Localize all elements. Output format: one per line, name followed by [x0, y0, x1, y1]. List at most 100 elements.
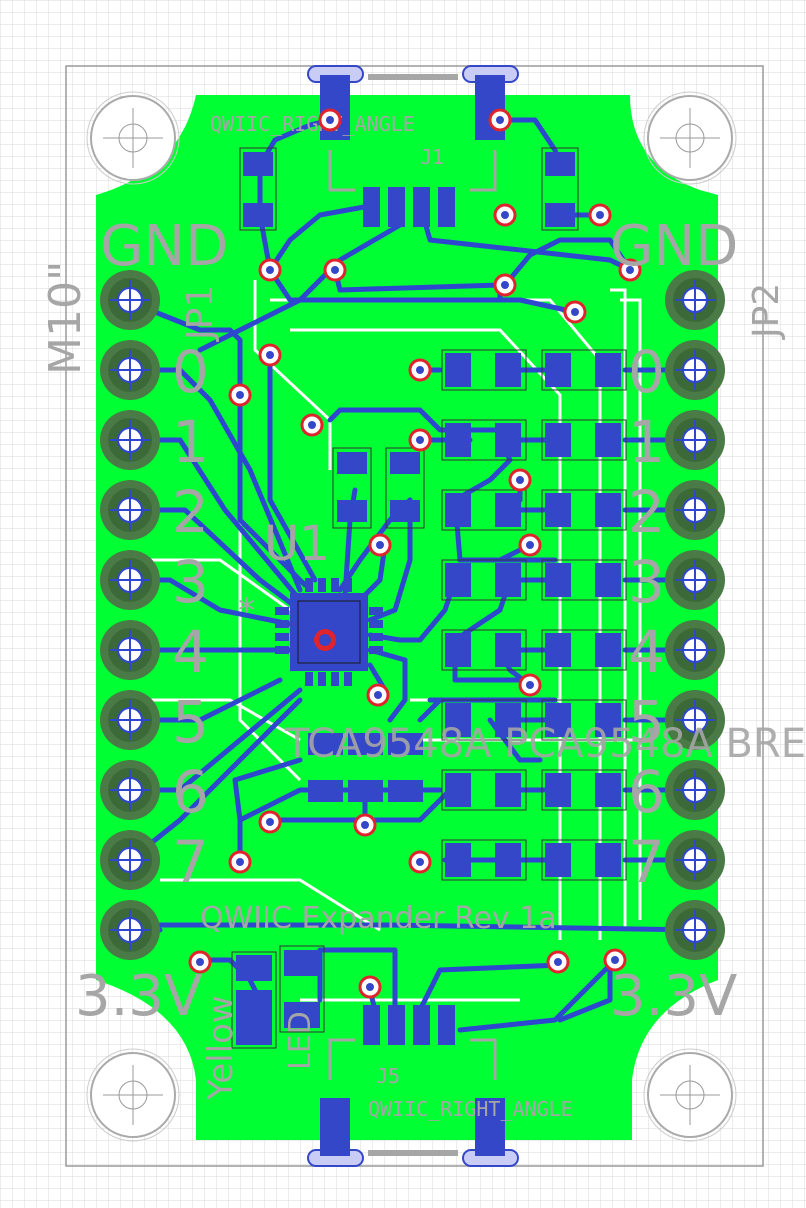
right-gnd-label: GND — [610, 214, 738, 279]
header-pin-right-1 — [665, 340, 725, 400]
via — [323, 258, 347, 282]
via — [518, 673, 542, 697]
via — [518, 533, 542, 557]
resistor-row — [441, 699, 627, 741]
via — [493, 273, 517, 297]
via — [563, 300, 587, 324]
header-pin-right-5 — [665, 620, 725, 680]
ic-u1-ref: U1 — [264, 516, 330, 572]
resistor-row — [441, 839, 627, 881]
header-pin-left-0 — [100, 270, 160, 330]
resistor-row — [441, 769, 627, 811]
header-pin-right-4 — [665, 550, 725, 610]
left-channel-label: 1 — [172, 408, 209, 476]
board-title: QWIIC Expander Rev 1a — [200, 901, 557, 936]
right-channel-label: 2 — [628, 478, 665, 546]
right-3v3-label: 3.3V — [610, 964, 737, 1029]
header-pin-left-2 — [100, 410, 160, 470]
left-channel-label: 4 — [172, 618, 209, 686]
header-pin-left-3 — [100, 480, 160, 540]
mounting-hole-top-right — [643, 91, 737, 185]
connector-j5-mount-pad-left — [320, 1098, 350, 1156]
board-outline — [65, 65, 764, 1167]
resistor-row — [441, 349, 627, 391]
via — [618, 258, 642, 282]
connector-j1-ref: J1 — [420, 145, 444, 169]
header-pin-left-4 — [100, 550, 160, 610]
header-pin-right-8 — [665, 830, 725, 890]
vias — [188, 108, 642, 999]
header-pin-right-3 — [665, 480, 725, 540]
right-channel-label: 5 — [628, 688, 665, 756]
header-pin-left-5 — [100, 620, 160, 680]
connector-j5-mount-pad-right — [475, 1098, 505, 1156]
qwiic-connector-bottom: QWIIC_RIGHT_ANGLE J5 — [307, 1005, 573, 1167]
via — [408, 428, 432, 452]
header-pin-right-9 — [665, 900, 725, 960]
via — [488, 108, 512, 132]
right-channel-label: 4 — [628, 618, 665, 686]
left-channel-label: 5 — [172, 688, 209, 756]
header-pin-right-7 — [665, 760, 725, 820]
left-channel-label: 7 — [172, 828, 209, 896]
via — [508, 468, 532, 492]
header-pin-right-2 — [665, 410, 725, 470]
mounting-hole-bottom-left — [86, 1048, 180, 1142]
resistor-row — [441, 559, 627, 601]
right-channel-label: 0 — [628, 338, 665, 406]
header-jp1-ref: JP1 — [180, 285, 221, 342]
left-channel-label: 3 — [172, 548, 209, 616]
header-pin-left-6 — [100, 690, 160, 750]
capacitor-pads — [332, 447, 425, 529]
header-pin-left-8 — [100, 830, 160, 890]
left-gnd-label: GND — [100, 214, 228, 279]
mounting-hole-top-left — [86, 91, 180, 185]
via — [408, 850, 432, 874]
via — [546, 950, 570, 974]
overlap-label: TCA9548A PCA9548A BREAKOUT16 — [284, 721, 806, 767]
header-pin-right-6 — [665, 690, 725, 750]
mounting-hole-bottom-right — [643, 1048, 737, 1142]
via — [258, 810, 282, 834]
header-jp2-ref: JP2 — [746, 283, 787, 340]
right-channel-label: 6 — [628, 758, 665, 826]
right-channel-label: 1 — [628, 408, 665, 476]
via — [258, 343, 282, 367]
right-channel-label: 7 — [628, 828, 665, 896]
resistor-r20 — [239, 147, 277, 231]
header-pin-left-7 — [100, 760, 160, 820]
header-size-label: M10" — [40, 261, 91, 375]
header-pin-left-1 — [100, 340, 160, 400]
via — [300, 413, 324, 437]
resistor-r21 — [541, 147, 579, 231]
ic-u1-pin1-mark: * — [238, 591, 255, 631]
header-pin-right-0 — [665, 270, 725, 330]
left-channel-label: 2 — [172, 478, 209, 546]
resistor-row — [441, 629, 627, 671]
left-channel-label: 0 — [172, 338, 209, 406]
via — [366, 683, 390, 707]
via — [353, 813, 377, 837]
qwiic-connector-top: QWIIC_RIGHT_ANGLE J1 — [210, 65, 519, 227]
left-channel-label: 6 — [172, 758, 209, 826]
header-pin-left-9 — [100, 900, 160, 960]
led-section: Yellow LED — [201, 945, 325, 1101]
resistor-row — [441, 419, 627, 461]
via — [493, 203, 517, 227]
via — [188, 950, 212, 974]
via — [228, 850, 252, 874]
right-channel-label: 3 — [628, 548, 665, 616]
via — [228, 383, 252, 407]
led-label: LED — [283, 1011, 318, 1070]
ic-u1: U1 * — [238, 516, 383, 686]
connector-j5-label: QWIIC_RIGHT_ANGLE — [368, 1097, 573, 1121]
via — [318, 108, 342, 132]
via — [258, 258, 282, 282]
connector-j5-ref: J5 — [376, 1064, 400, 1088]
via — [588, 203, 612, 227]
left-3v3-label: 3.3V — [75, 964, 202, 1029]
led-color-label: Yellow — [201, 995, 241, 1101]
header-jp2 — [665, 270, 725, 960]
